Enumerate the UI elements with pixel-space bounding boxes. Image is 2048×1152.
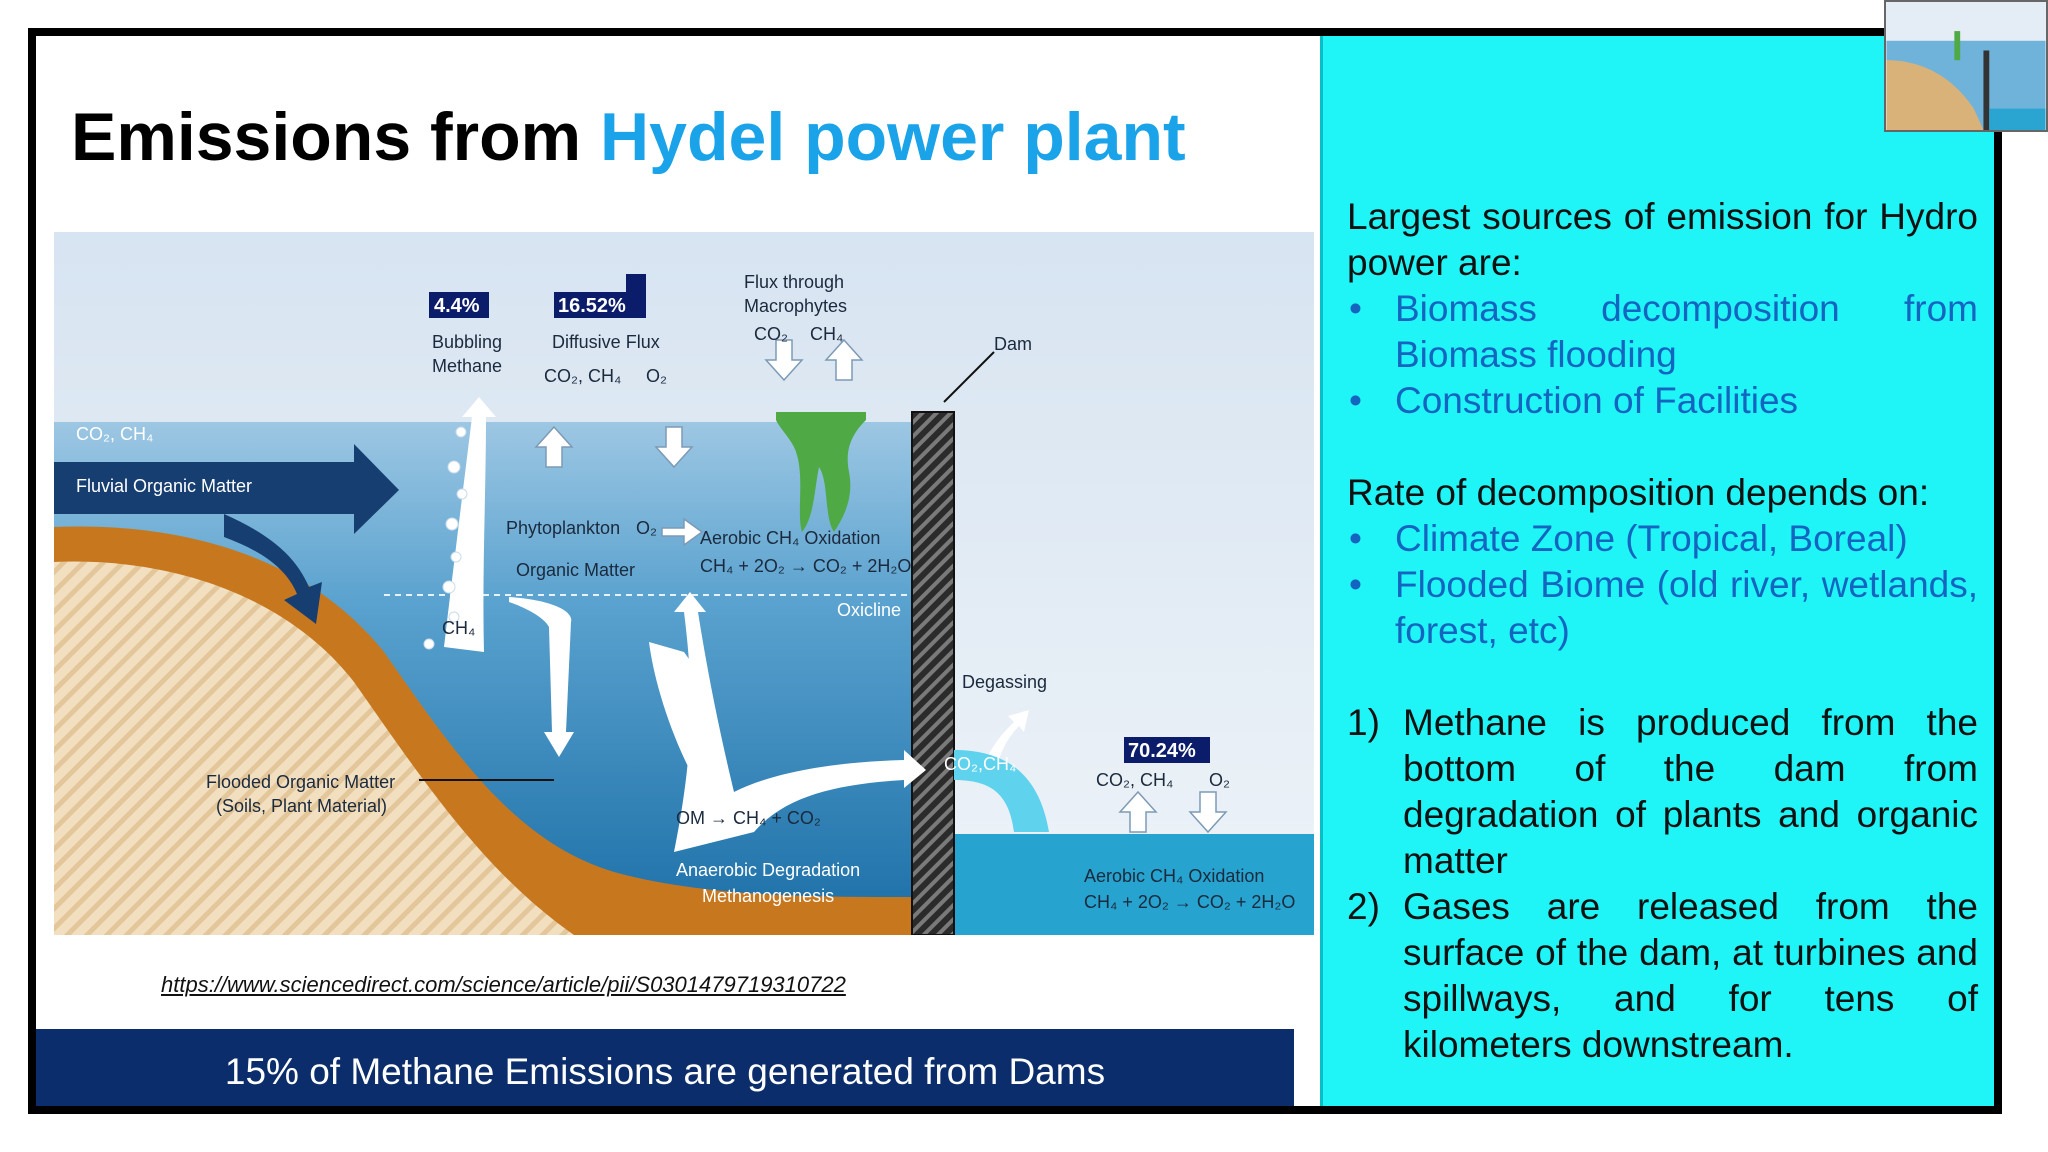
source-item: • Biomass decomposition from Biomass floo… [1347, 286, 1978, 378]
om-equation: OM → CH₄ + CO₂ [676, 808, 821, 828]
fluvial-inflow-arrow [54, 444, 399, 534]
anaerobic-label-1: Anaerobic Degradation [676, 860, 860, 880]
slide-frame: Emissions from Hydel power plant [28, 28, 2002, 1114]
downstream-aerobic-title: Aerobic CH₄ Oxidation [1084, 866, 1264, 886]
organic-matter-sink [509, 597, 574, 757]
diffusive-gases-left: CO₂, CH₄ [544, 366, 621, 386]
title-text: Emissions from [71, 99, 601, 175]
rate-heading: Rate of decomposition depends on: [1347, 472, 1930, 513]
points-list: 1) Methane is produced from the bottom of… [1347, 700, 1978, 1068]
dam-pointer [943, 351, 995, 403]
info-panel: Largest sources of emission for Hydro po… [1320, 36, 1994, 1106]
title-accent: Hydel power plant [600, 99, 1186, 175]
slide-title: Emissions from Hydel power plant [71, 98, 1186, 176]
phyto-o2: O₂ [636, 518, 657, 538]
flooded-soil [54, 561, 574, 935]
pct-bubbling: 4.4% [434, 295, 480, 317]
bubbling-label-2: Methane [432, 356, 502, 376]
dam-wall [911, 411, 955, 935]
thumbnail-image [1886, 2, 2046, 130]
methane-banner: 15% of Methane Emissions are generated f… [36, 1029, 1294, 1106]
aerobic-title: Aerobic CH₄ Oxidation [700, 528, 880, 548]
dam-label: Dam [994, 334, 1032, 354]
macro-label-1: Flux through [744, 272, 844, 292]
bubbling-label-1: Bubbling [432, 332, 502, 352]
point-number: 2) [1347, 886, 1380, 927]
downstream-water [914, 834, 1314, 935]
gas-arrows [534, 338, 1228, 834]
anaerobic-label-2: Methanogenesis [702, 886, 834, 906]
diffusive-label: Diffusive Flux [552, 332, 660, 352]
pct-badge-downstream [1124, 737, 1210, 763]
source-text: Biomass decomposition from Biomass flood… [1395, 288, 1978, 375]
diffusive-gases-right: O₂ [646, 366, 667, 386]
aerobic-eq: CH₄ + 2O₂ → CO₂ + 2H₂O [700, 556, 911, 576]
point-text: Methane is produced from the bottom of t… [1403, 702, 1978, 881]
dam-gases: CO₂,CH₄ [944, 754, 1016, 774]
macro-ch4: CH₄ [810, 324, 843, 344]
macrophytes [776, 412, 866, 532]
bullet-icon: • [1349, 518, 1362, 559]
macro-co2: CO₂ [754, 324, 788, 344]
point-item: 2) Gases are released from the surface of… [1347, 884, 1978, 1068]
bullet-icon: • [1349, 380, 1362, 421]
bubbles [423, 426, 468, 650]
pct-downstream: 70.24% [1128, 740, 1196, 762]
methanogenesis-plume [649, 592, 926, 852]
inflow-curve-arrow [224, 514, 322, 624]
fluvial-label: Fluvial Organic Matter [76, 476, 252, 496]
spacer [1347, 654, 1978, 700]
bubble-plume [444, 397, 496, 652]
bullet-icon: • [1349, 288, 1362, 329]
sources-list: • Biomass decomposition from Biomass floo… [1347, 286, 1978, 424]
pct-badge-diffusive-tab [626, 274, 646, 318]
point-text: Gases are released from the surface of t… [1403, 886, 1978, 1065]
degassing-arrow [984, 710, 1029, 767]
ch4-bubble-label: CH₄ [442, 618, 475, 638]
source-text: Construction of Facilities [1395, 380, 1799, 421]
bullet-icon: • [1349, 564, 1362, 605]
degassing-label: Degassing [962, 672, 1047, 692]
factor-text: Flooded Biome (old river, wetlands, fore… [1395, 564, 1978, 651]
source-link[interactable]: https://www.sciencedirect.com/science/ar… [161, 972, 846, 997]
downstream-gases-right: O₂ [1209, 770, 1230, 790]
downstream-gases-left: CO₂, CH₄ [1096, 770, 1173, 790]
point-item: 1) Methane is produced from the bottom of… [1347, 700, 1978, 884]
factor-item: • Climate Zone (Tropical, Boreal) [1347, 516, 1978, 562]
pct-badge-diffusive [554, 292, 630, 318]
factor-item: • Flooded Biome (old river, wetlands, for… [1347, 562, 1978, 654]
factors-list: • Climate Zone (Tropical, Boreal) • Floode… [1347, 516, 1978, 654]
macro-label-2: Macrophytes [744, 296, 847, 316]
oxicline-label: Oxicline [837, 600, 901, 620]
spillway-flow [954, 750, 1049, 832]
phytoplankton-label: Phytoplankton [506, 518, 620, 538]
downstream-aerobic-eq: CH₄ + 2O₂ → CO₂ + 2H₂O [1084, 892, 1295, 912]
fluvial-gases: CO₂, CH₄ [76, 424, 153, 444]
slide-thumbnail[interactable] [1884, 0, 2048, 132]
source-item: • Construction of Facilities [1347, 378, 1978, 424]
flooded-label-1: Flooded Organic Matter [206, 772, 395, 792]
spacer [1347, 424, 1978, 470]
pct-badge-bubbling [429, 292, 489, 318]
emissions-diagram: 4.4% 16.52% 70.24% Bubbling Methane Diff… [54, 232, 1314, 935]
point-number: 1) [1347, 702, 1380, 743]
flooded-label-2: (Soils, Plant Material) [216, 796, 387, 816]
factor-text: Climate Zone (Tropical, Boreal) [1395, 518, 1908, 559]
organic-matter-label: Organic Matter [516, 560, 635, 580]
pct-diffusive: 16.52% [558, 295, 626, 317]
panel-intro: Largest sources of emission for Hydro po… [1347, 196, 1978, 283]
